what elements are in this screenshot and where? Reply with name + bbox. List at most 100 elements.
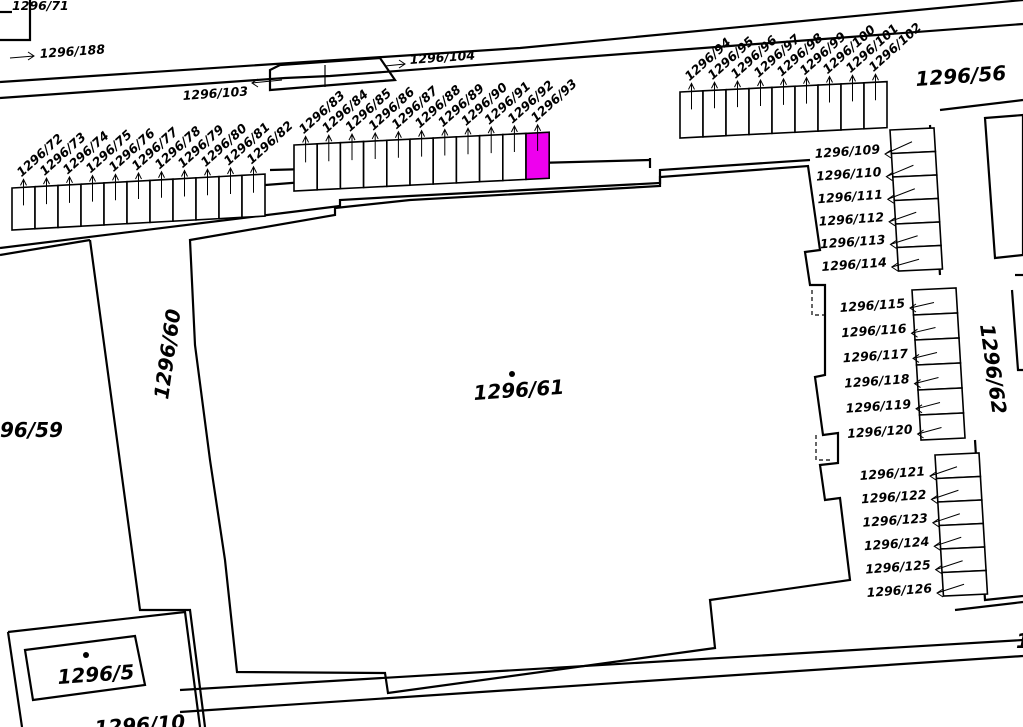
pointer-1296-97 xyxy=(757,78,764,106)
pointer-1296-72 xyxy=(20,178,27,206)
arrow-1296-188 xyxy=(9,51,35,61)
label-1296-110: 1296/110 xyxy=(816,164,883,184)
pointer-1296-81 xyxy=(227,166,234,194)
label-1296-124: 1296/124 xyxy=(863,534,929,554)
pointer-1296-109 xyxy=(884,141,913,159)
pointer-1296-76 xyxy=(112,173,119,201)
label-1296-114: 1296/114 xyxy=(821,254,887,274)
label-96-59: 96/59 xyxy=(0,418,63,442)
label-1296-120: 1296/120 xyxy=(847,421,914,441)
pointer-1296-98 xyxy=(780,77,787,105)
label-1296-71: 1296/71 xyxy=(12,0,69,13)
pointer-1296-102 xyxy=(872,73,879,101)
pointer-1296-92 xyxy=(510,124,518,152)
parcel-1296-126 xyxy=(941,569,989,597)
pointer-1296-86 xyxy=(371,131,379,159)
label-1296-123: 1296/123 xyxy=(862,510,928,530)
parcel-1296-115 xyxy=(911,287,959,316)
label-1296-188: 1296/188 xyxy=(39,41,106,61)
pointer-1296-96 xyxy=(734,80,741,108)
pointer-1296-115 xyxy=(909,302,935,313)
pointer-1296-116 xyxy=(910,327,936,338)
parcel-1296-120 xyxy=(918,412,966,441)
label-1296-109: 1296/109 xyxy=(814,141,881,161)
pointer-1296-125 xyxy=(934,560,963,575)
parcel-1296-93 xyxy=(525,131,551,181)
pointer-1296-87 xyxy=(394,130,402,158)
pointer-1296-73 xyxy=(43,176,50,205)
pointer-1296-114 xyxy=(890,258,920,272)
pointer-1296-118 xyxy=(913,377,939,389)
pointer-1296-84 xyxy=(325,134,333,162)
pointer-1296-112 xyxy=(888,211,917,227)
pointer-1296-113 xyxy=(889,235,918,249)
parcel-1296-109 xyxy=(889,127,937,155)
label-1296-117: 1296/117 xyxy=(842,346,909,366)
pointer-1296-95 xyxy=(711,81,718,109)
garage-column-c: 1296/1211296/1221296/1231296/1241296/125… xyxy=(859,452,989,600)
garage-row-middle: 1296/831296/841296/851296/861296/871296/… xyxy=(293,76,580,192)
pointer-1296-100 xyxy=(826,75,833,103)
parcel-1296-82 xyxy=(241,173,266,219)
garage-row-left: 1296/721296/731296/741296/751296/761296/… xyxy=(11,118,296,231)
label-1296-56: 1296/56 xyxy=(915,61,1007,91)
pointer-1296-101 xyxy=(849,74,856,102)
parcel-1296-121 xyxy=(934,452,982,480)
garage-row-top-right: 1296/941296/951296/961296/971296/981296/… xyxy=(679,20,924,139)
label-right-edge: 1 xyxy=(1016,629,1023,653)
parcel-1296-110 xyxy=(890,150,938,178)
pointer-1296-124 xyxy=(933,536,962,551)
label-1296-111: 1296/111 xyxy=(817,187,883,207)
parcel-1296-113 xyxy=(894,221,942,249)
pointer-1296-126 xyxy=(936,583,965,598)
parcel-1296-122 xyxy=(935,475,983,503)
pointer-1296-77 xyxy=(135,171,142,200)
pointer-1296-117 xyxy=(912,352,938,363)
pointer-1296-119 xyxy=(915,402,941,414)
pointer-1296-121 xyxy=(929,466,958,481)
pointer-1296-74 xyxy=(66,175,73,203)
label-1296-112: 1296/112 xyxy=(818,209,884,229)
label-1296-115: 1296/115 xyxy=(839,295,906,315)
parcel-1296-124 xyxy=(938,522,986,550)
pointer-1296-82 xyxy=(250,165,257,193)
parcel-1296-116 xyxy=(912,312,960,341)
label-1296-62: 1296/62 xyxy=(975,322,1011,415)
parcel-1296-114 xyxy=(896,244,944,272)
label-1296-103: 1296/103 xyxy=(182,83,248,103)
parcel-1296-118 xyxy=(915,362,963,391)
label-1296-116: 1296/116 xyxy=(841,321,908,341)
label-1296-5: 1296/5 xyxy=(57,660,135,689)
pointer-1296-91 xyxy=(487,126,495,154)
pointer-1296-83 xyxy=(302,135,310,163)
pointer-1296-80 xyxy=(204,168,211,196)
pointer-1296-78 xyxy=(158,170,165,198)
pointer-1296-122 xyxy=(930,489,959,504)
parcel-1296-123 xyxy=(936,499,985,527)
pointer-1296-89 xyxy=(441,128,449,156)
pointer-1296-75 xyxy=(89,174,96,202)
parcel-1296-119 xyxy=(917,387,965,416)
label-1296-119: 1296/119 xyxy=(845,396,912,416)
label-1296-61: 1296/61 xyxy=(473,375,565,405)
arrow-1296-103 xyxy=(251,78,283,88)
label-1296-118: 1296/118 xyxy=(844,371,911,391)
label-1296-60: 1296/60 xyxy=(149,307,185,400)
garage-column-b: 1296/115 1296/116 1296/117 1296/118 1296/119… xyxy=(839,287,966,441)
pointer-1296-111 xyxy=(886,188,915,204)
label-1296-113: 1296/113 xyxy=(820,232,886,252)
dashed-markers xyxy=(811,290,830,461)
pointer-1296-88 xyxy=(418,129,426,157)
pointer-1296-120 xyxy=(916,427,942,439)
pointer-1296-90 xyxy=(464,127,472,155)
label-1296-126: 1296/126 xyxy=(866,580,933,600)
pointer-1296-79 xyxy=(181,169,188,197)
pointer-1296-85 xyxy=(348,132,356,161)
label-1296-104: 1296/104 xyxy=(409,47,475,67)
parcel-1296-102 xyxy=(863,80,888,130)
pointer-1296-99 xyxy=(803,76,810,104)
label-1296-125: 1296/125 xyxy=(865,557,932,577)
parcel-1296-111 xyxy=(891,174,940,202)
centroid-dot-1296-5 xyxy=(83,652,89,658)
